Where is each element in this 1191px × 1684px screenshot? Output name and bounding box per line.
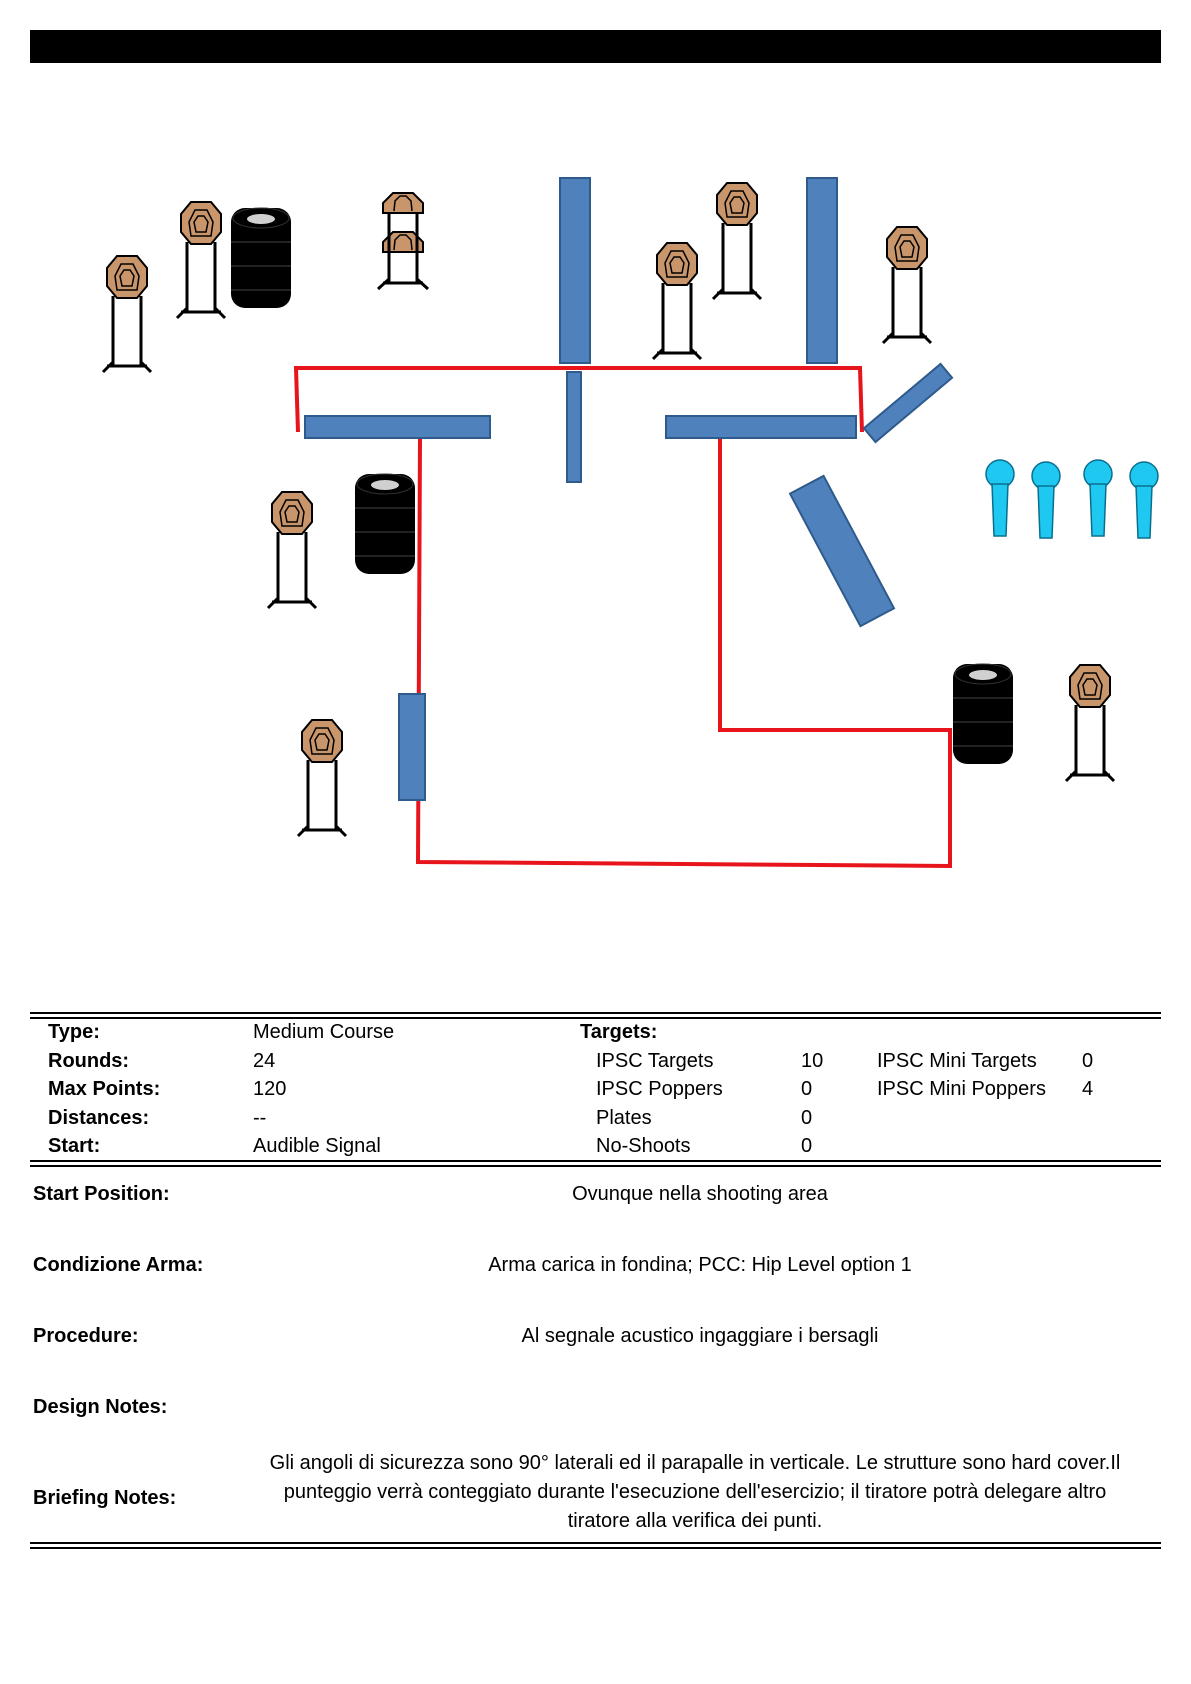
condizione-arma-value: Arma carica in fondina; PCC: Hip Level o… — [488, 1254, 912, 1276]
mini-poppers-value: 4 — [1082, 1078, 1094, 1100]
start-position-label: Start Position: — [33, 1183, 170, 1205]
mini-targets-label: IPSC Mini Targets — [877, 1050, 1037, 1072]
type-value: Medium Course — [253, 1021, 395, 1043]
wall-icon — [304, 177, 954, 801]
briefing-notes-line-3: tiratore alla verifica dei punti. — [567, 1510, 823, 1532]
start-value: Audible Signal — [253, 1135, 381, 1157]
distances-label: Distances: — [48, 1107, 150, 1129]
header-bar — [30, 30, 1161, 63]
targets-ipsc-label: IPSC Targets — [596, 1050, 714, 1072]
briefing-notes-label: Briefing Notes: — [33, 1487, 177, 1509]
targets-ipsc-value: 10 — [801, 1050, 824, 1072]
distances-value: -- — [253, 1107, 267, 1129]
mini-popper-icon — [985, 459, 1159, 539]
start-position-value: Ovunque nella shooting area — [572, 1183, 828, 1205]
procedure-value: Al segnale acustico ingaggiare i bersagl… — [521, 1325, 879, 1347]
table-mid-rule — [30, 1160, 1161, 1167]
fault-line — [293, 366, 952, 869]
targets-noshoots-value: 0 — [801, 1135, 813, 1157]
targets-label: Targets: — [580, 1021, 658, 1043]
targets-plates-label: Plates — [596, 1107, 652, 1129]
rounds-label: Rounds: — [48, 1050, 130, 1072]
rounds-value: 24 — [253, 1050, 276, 1072]
stage-diagram — [101, 177, 1159, 869]
targets-poppers-value: 0 — [801, 1078, 813, 1100]
targets-noshoots-label: No-Shoots — [596, 1135, 691, 1157]
targets-plates-value: 0 — [801, 1107, 813, 1129]
table-top-rule — [30, 1012, 1161, 1019]
ipsc-target-icon — [101, 181, 1116, 838]
barrel-stack-icon — [230, 207, 1014, 765]
condizione-arma-label: Condizione Arma: — [33, 1254, 204, 1276]
design-notes-label: Design Notes: — [33, 1396, 168, 1418]
max-points-value: 120 — [253, 1078, 287, 1100]
max-points-label: Max Points: — [48, 1078, 161, 1100]
briefing-notes-line-1: Gli angoli di sicurezza sono 90° lateral… — [269, 1452, 1121, 1474]
start-label: Start: — [48, 1135, 101, 1157]
briefing-notes-line-2: punteggio verrà conteggiato durante l'es… — [283, 1481, 1107, 1503]
targets-poppers-label: IPSC Poppers — [596, 1078, 723, 1100]
mini-poppers-label: IPSC Mini Poppers — [877, 1078, 1046, 1100]
type-label: Type: — [48, 1021, 100, 1043]
mini-targets-value: 0 — [1082, 1050, 1094, 1072]
table-bottom-rule — [30, 1542, 1161, 1549]
procedure-label: Procedure: — [33, 1325, 139, 1347]
